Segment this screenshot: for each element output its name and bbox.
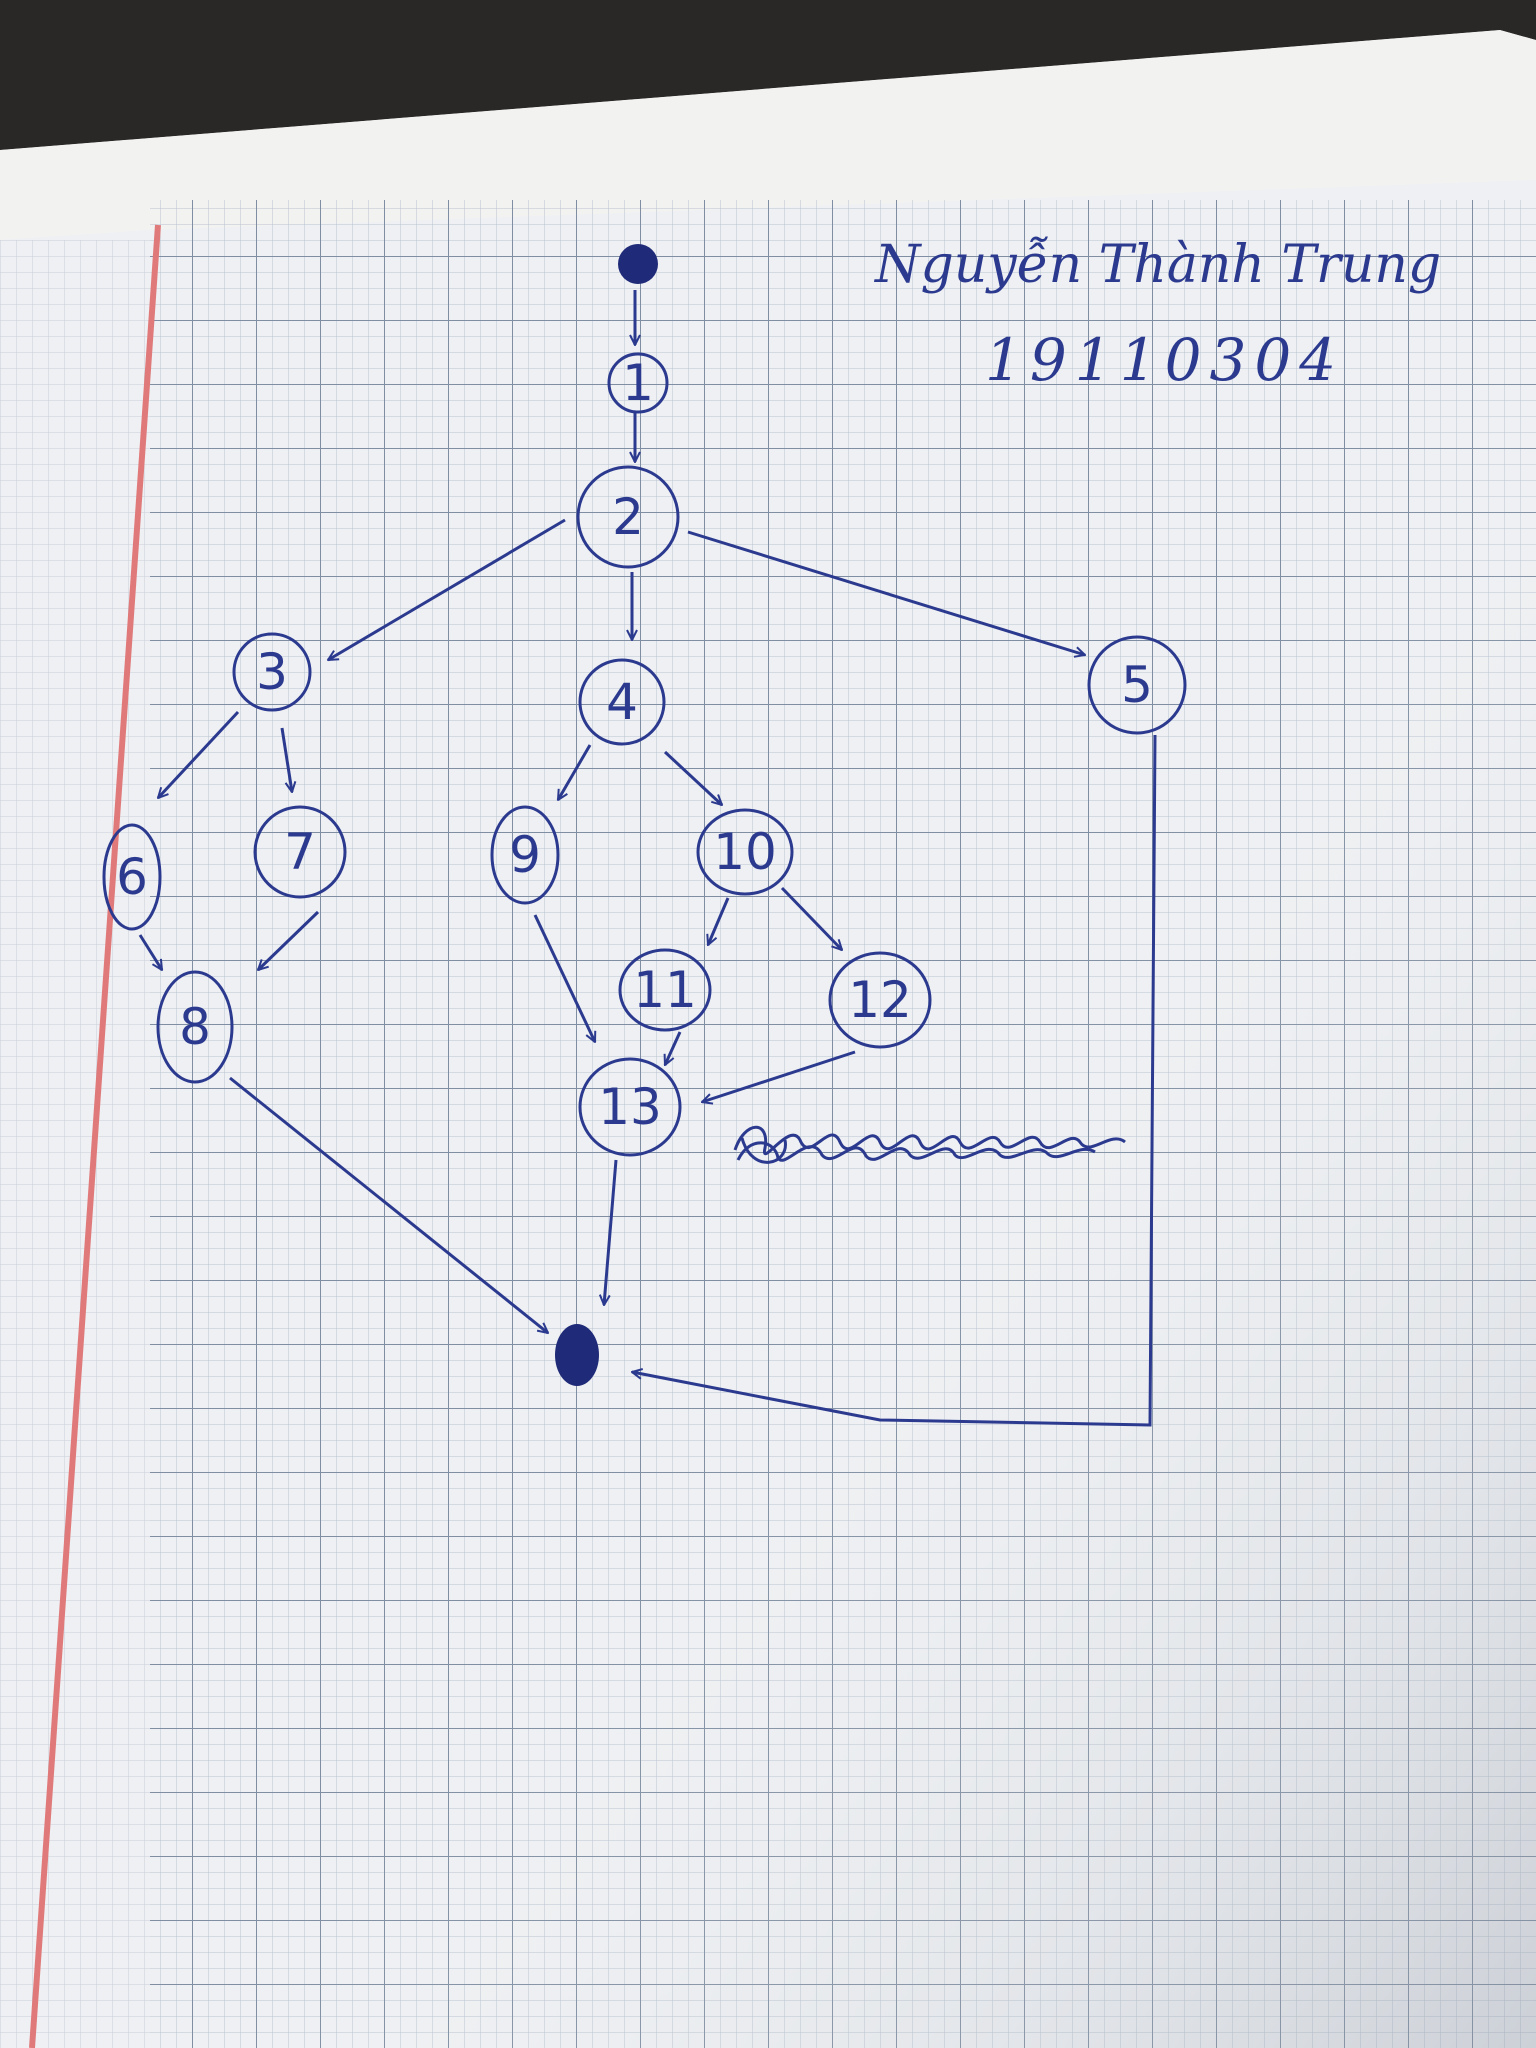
edge-5-end [632,734,1157,1427]
node-4-label: 4 [606,673,638,731]
node-11-label: 11 [633,961,697,1019]
node-8-label: 8 [179,998,211,1056]
edge-11-13 [665,1031,682,1065]
node-12: 12 [828,951,932,1049]
author-name: Nguyễn Thành Trung [873,235,1441,295]
edge-7-8 [258,910,320,970]
node-10: 10 [696,808,794,896]
edge-12-13 [702,1050,856,1102]
end-node [555,1324,599,1386]
edge-13-end [604,1159,618,1305]
edge-8-end [229,1076,548,1333]
edges [138,290,1157,1427]
student-id: 19110304 [985,326,1344,394]
start-node [618,244,658,284]
edge-10-11 [708,897,730,945]
edge-9-13 [533,914,597,1042]
node-5-label: 5 [1121,656,1153,714]
node-6-label: 6 [116,848,148,906]
node-9: 9 [490,805,560,905]
node-11: 11 [618,948,712,1032]
scribbled-out-mark [733,1125,1126,1164]
node-5: 5 [1087,635,1187,735]
node-12-label: 12 [848,971,912,1029]
edge-10-12 [780,886,842,950]
node-13: 13 [578,1057,682,1157]
node-6: 6 [102,823,162,931]
edge-4-9 [556,744,592,800]
node-3: 3 [232,632,312,712]
node-13-label: 13 [598,1078,662,1136]
node-8: 8 [156,970,234,1084]
edge-2-5 [687,530,1085,655]
edge-4-10 [663,750,722,805]
edge-3-7 [280,727,292,792]
node-7: 7 [253,805,347,899]
node-2-label: 2 [612,488,644,546]
node-1: 1 [607,352,669,414]
node-10-label: 10 [713,823,777,881]
edge-3-6 [158,710,240,798]
nodes: 1 2 3 4 5 6 7 8 9 10 11 12 13 [102,352,1187,1157]
node-1-label: 1 [622,354,654,412]
node-3-label: 3 [256,643,288,701]
edge-2-3 [328,518,566,662]
edge-6-8 [138,934,164,970]
node-2: 2 [576,465,680,569]
node-4: 4 [578,658,666,746]
node-7-label: 7 [284,823,316,881]
node-9-label: 9 [509,826,541,884]
